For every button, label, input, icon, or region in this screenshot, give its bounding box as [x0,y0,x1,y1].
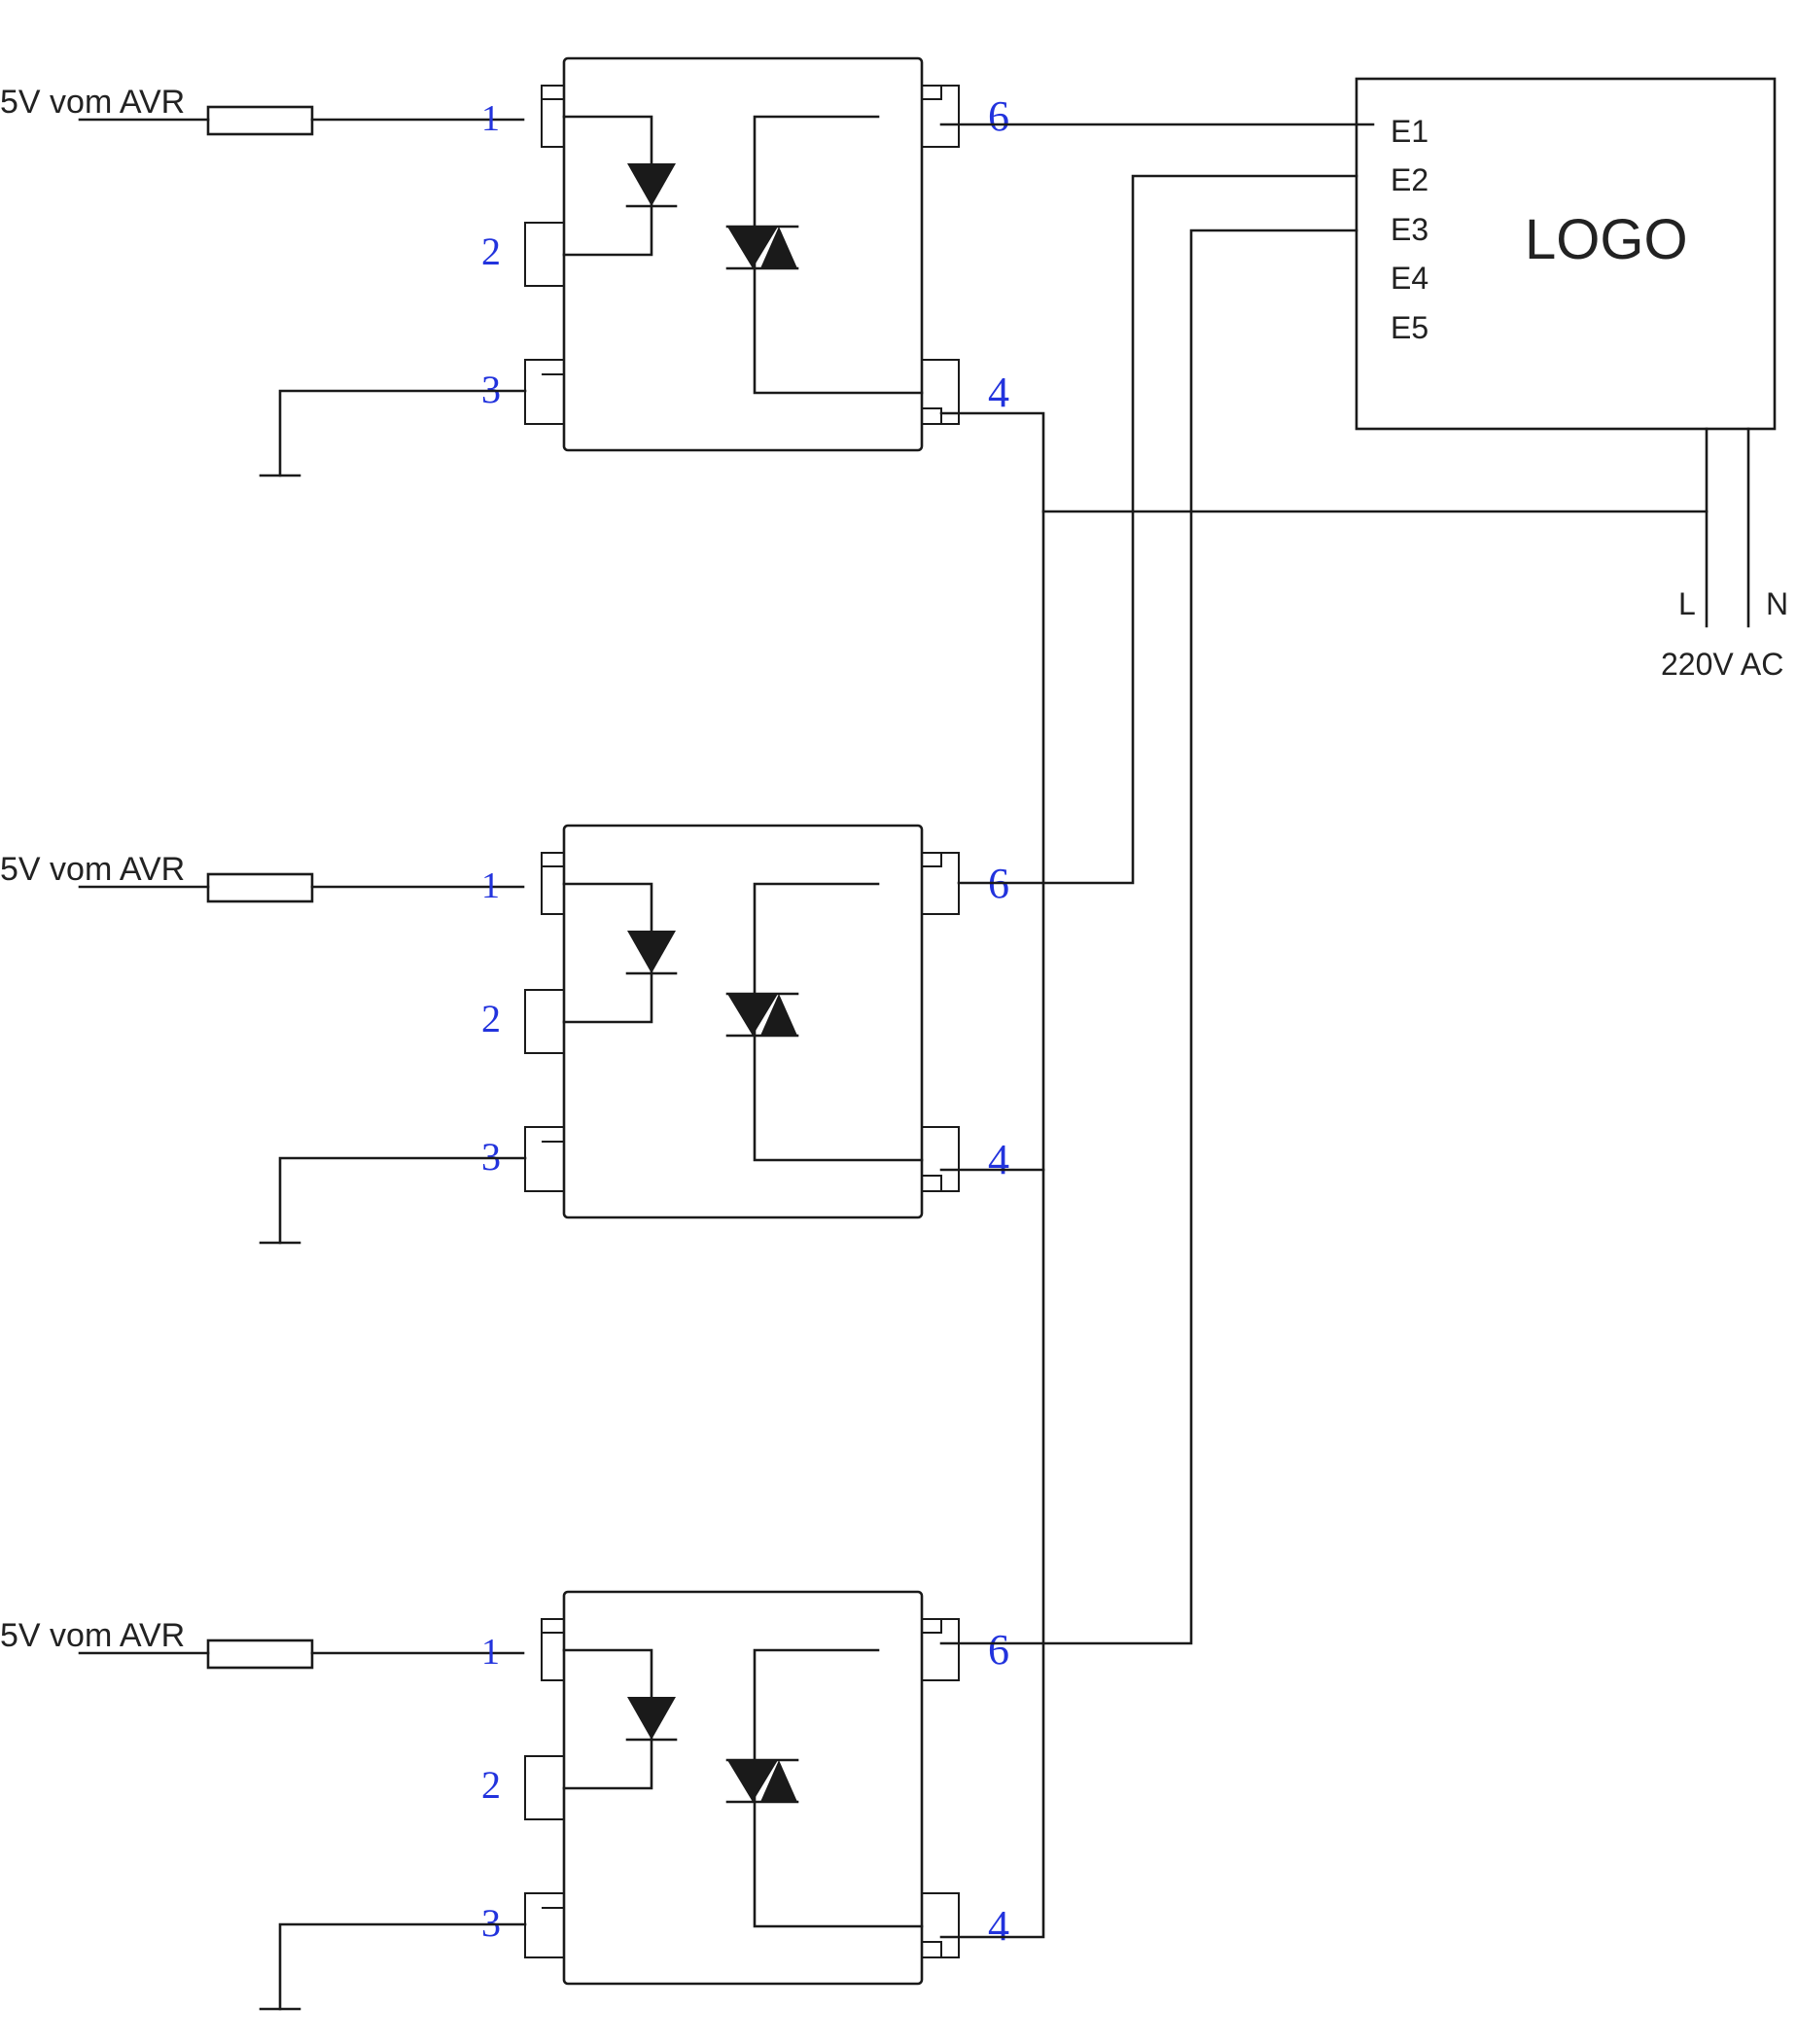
u3-pin6-to-e3-wire [939,229,1358,1645]
u2-pin6-to-e2-wire [957,174,1358,885]
pin6-tab-step [922,86,942,100]
logo-input-e3: E3 [1391,212,1428,247]
resistor [206,105,314,136]
pin-6-label: 6 [988,92,1009,140]
optocoupler-unit-1: 5V vom AVR 1 [0,56,1009,477]
optocoupler-ic [524,56,960,452]
line-label: L [1678,586,1696,621]
logo-input-e1: E1 [1391,114,1428,149]
led-loop [562,115,653,257]
pin-3-label: 3 [481,368,501,411]
pin3-tab [524,359,564,425]
logo-input-e4: E4 [1391,261,1428,296]
supply-label: 220V AC [1661,647,1783,682]
optocoupler-unit-2 [0,824,1011,1245]
led-diode-icon [627,163,676,206]
input-label: 5V vom AVR [0,84,185,121]
pin2-tab [524,222,564,287]
logo-title: LOGO [1525,208,1688,271]
neutral-label: N [1766,586,1788,621]
pin-2-label: 2 [481,229,501,273]
pin4-tab-step [922,407,942,424]
pin-1-label: 1 [481,98,500,139]
logo-box [1355,77,1777,431]
pin-4-label: 4 [988,369,1009,416]
pin1-tab [541,85,564,148]
logo-input-e5: E5 [1391,310,1428,345]
logo-input-e2: E2 [1391,162,1428,197]
optocoupler-unit-3 [0,1590,1011,2011]
ground-wire [278,389,527,477]
triac-arrow-down-icon [727,227,778,268]
triac-arrow-up-icon [760,227,797,268]
pin4-common-bus [939,411,1045,1939]
logo-module: LOGO E1 E2 E3 E4 E5 [1355,77,1777,431]
